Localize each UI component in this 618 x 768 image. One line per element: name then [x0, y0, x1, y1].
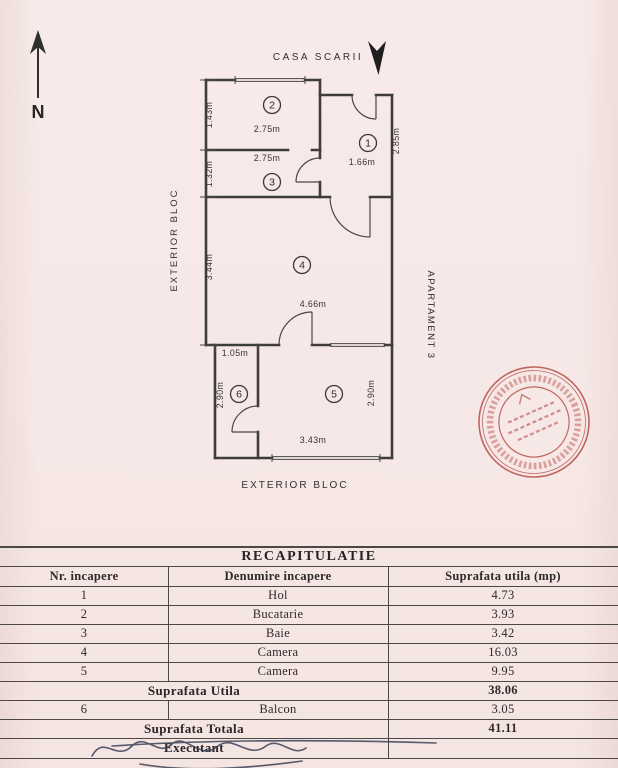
dimension-label: 2.75m — [254, 153, 280, 163]
row-area: 3.93 — [491, 607, 515, 621]
executant-row: Executant — [0, 738, 618, 758]
room-number: 2 — [262, 95, 282, 115]
room-number: 4 — [292, 255, 312, 275]
column-separator — [168, 700, 170, 719]
dimension-label: 2.90m — [366, 380, 376, 406]
exterior-bloc-bottom-label: EXTERIOR BLOC — [241, 480, 348, 491]
row-name: Baie — [265, 626, 291, 640]
casa-scarii-label: CASA SCARII — [273, 52, 363, 63]
svg-text:5: 5 — [331, 389, 337, 401]
svg-text:3: 3 — [269, 177, 275, 189]
room-number: 3 — [262, 172, 282, 192]
dimension-ticks — [200, 79, 259, 352]
row-name: Hol — [268, 588, 288, 602]
dimension-label: 3.44m — [204, 254, 214, 280]
room-number: 1 — [358, 133, 378, 153]
recap-table: RECAPITULATIE Nr. incapere Denumire inca… — [0, 546, 618, 768]
header-nr-incapere: Nr. incapere — [49, 568, 119, 583]
dimension-labels: 1.43m 2.75m 2.75m 1.32m 1.66m 2.85m 3.44… — [204, 102, 401, 445]
row-nr: 5 — [80, 664, 88, 678]
row-nr: 4 — [80, 645, 88, 659]
row-nr: 3 — [80, 626, 88, 640]
row-area: 3.05 — [491, 702, 515, 716]
dimension-label: 1.43m — [204, 102, 214, 128]
table-row: 4 Camera 16.03 — [0, 643, 618, 662]
svg-text:2: 2 — [269, 100, 275, 112]
dimension-label: 1.05m — [222, 348, 248, 358]
row-area: 3.42 — [491, 626, 515, 640]
row-area: 9.95 — [491, 664, 515, 678]
dimension-label: 1.66m — [349, 157, 375, 167]
north-label: N — [32, 102, 45, 122]
room-number: 6 — [229, 384, 249, 404]
row-name: Camera — [257, 645, 299, 659]
total-label: Suprafata Totala — [144, 720, 244, 736]
table-row: 6 Balcon 3.05 — [0, 700, 618, 719]
executant-label: Executant — [164, 740, 224, 755]
plan-doors — [231, 94, 377, 433]
column-separator — [388, 566, 390, 758]
dimension-label: 1.32m — [204, 161, 214, 187]
header-denumire: Denumire incapere — [224, 568, 332, 583]
dimension-label: 2.90m — [215, 382, 225, 408]
entrance-arrow-icon — [368, 41, 386, 75]
dimension-label: 2.85m — [391, 128, 401, 154]
row-area: 4.73 — [491, 588, 515, 602]
dimension-label: 2.75m — [254, 124, 280, 134]
dimension-label: 3.43m — [300, 435, 326, 445]
apartament-label: APARTAMENT 3 — [425, 270, 436, 359]
row-name: Bucatarie — [252, 607, 304, 621]
subtotal-row: Suprafata Utila 38.06 — [0, 681, 618, 700]
svg-text:4: 4 — [299, 260, 305, 272]
floor-plan: N CASA SCARII EXTERIOR BLOC APARTAMENT 3… — [30, 30, 436, 491]
row-nr: 2 — [80, 607, 88, 621]
plan-walls — [204, 78, 394, 460]
row-area: 16.03 — [488, 645, 518, 659]
row-nr: 6 — [80, 702, 88, 716]
table-top-border — [0, 546, 618, 548]
subtotal-label: Suprafata Utila — [147, 682, 241, 698]
header-suprafata: Suprafata utila (mp) — [445, 568, 561, 583]
total-row: Suprafata Totala 41.11 — [0, 719, 618, 738]
subtotal-value: 38.06 — [488, 683, 518, 697]
table-row: 1 Hol 4.73 — [0, 586, 618, 605]
column-separator — [168, 566, 170, 681]
svg-text:6: 6 — [236, 389, 242, 401]
table-title: RECAPITULATIE — [241, 548, 377, 564]
exterior-bloc-left-label: EXTERIOR BLOC — [169, 188, 180, 291]
table-row: 5 Camera 9.95 — [0, 662, 618, 681]
svg-text:1: 1 — [365, 138, 371, 150]
row-nr: 1 — [80, 588, 88, 602]
table-header-row: Nr. incapere Denumire incapere Suprafata… — [0, 566, 618, 586]
total-value: 41.11 — [488, 721, 518, 735]
room-number: 5 — [324, 384, 344, 404]
row-name: Balcon — [259, 702, 297, 716]
table-row: 2 Bucatarie 3.93 — [0, 605, 618, 624]
dimension-label: 4.66m — [300, 299, 326, 309]
room-numbers: 1 2 3 4 5 6 — [229, 95, 378, 404]
north-compass: N — [30, 30, 46, 122]
row-name: Camera — [257, 664, 299, 678]
table-row: 3 Baie 3.42 — [0, 624, 618, 643]
plan-windows — [234, 76, 385, 462]
